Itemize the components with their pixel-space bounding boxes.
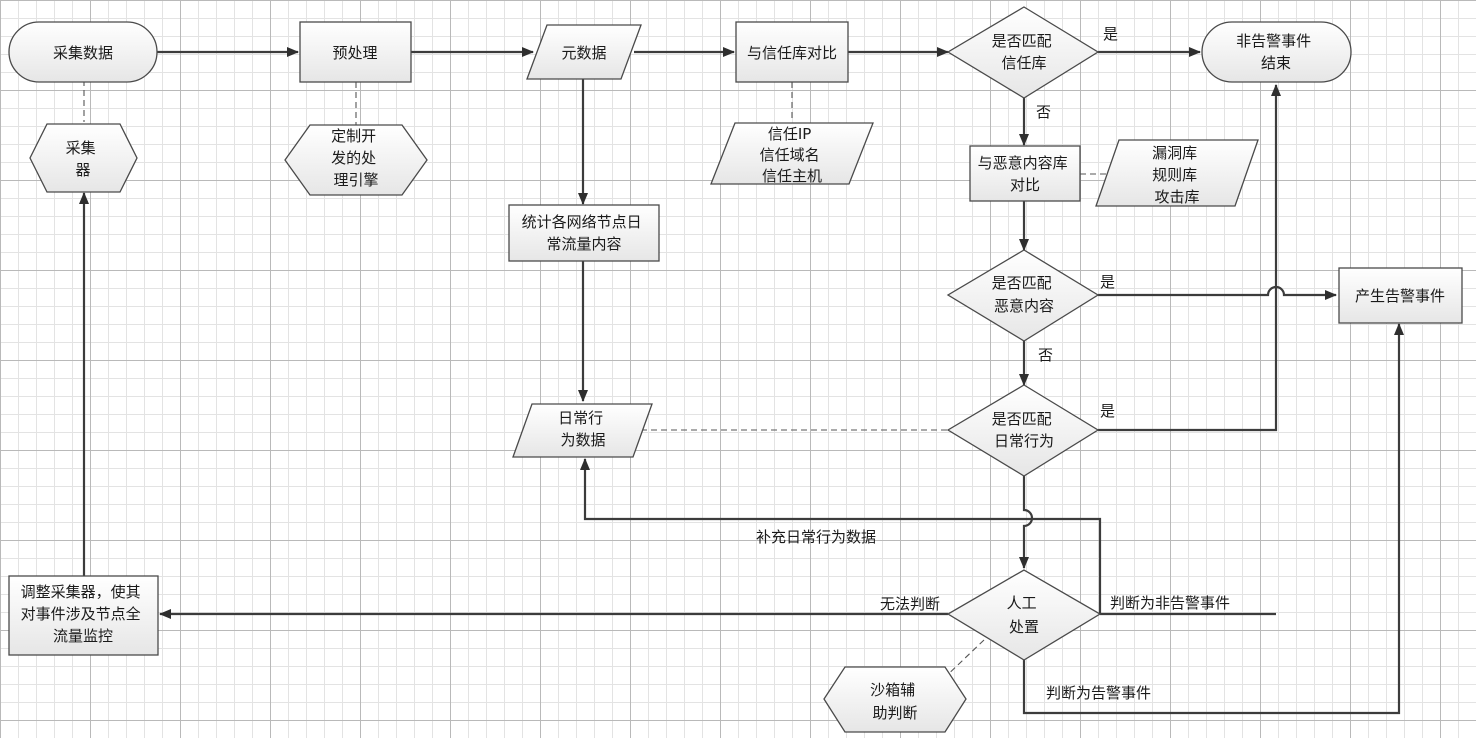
node-match-daily: 是否匹配 日常行为: [946, 384, 1100, 477]
node-collect-data: 采集数据: [8, 21, 158, 83]
svg-text:与恶意内容库 对比: 与恶意内容库 对比: [978, 154, 1073, 194]
label-cannot-judge: 无法判断: [880, 595, 940, 613]
svg-text:非告警事件 结束: 非告警事件 结束: [1236, 32, 1316, 72]
svg-text:漏洞库 规则库 攻击库: 漏洞库 规则库 攻击库: [1152, 144, 1202, 206]
edge-supplement: [580, 458, 1102, 614]
node-generate-alarm: 产生告警事件: [1338, 267, 1463, 324]
label-no-malicious: 否: [1038, 346, 1053, 364]
svg-text:信任IP 信任域名 信任主机: 信任IP 信任域名 信任主机: [760, 125, 825, 185]
svg-text:定制开 发的处 理引擎: 定制开 发的处 理引擎: [331, 127, 381, 189]
svg-text:与信任库对比: 与信任库对比: [747, 44, 837, 62]
node-stats: 统计各网络节点日 常流量内容: [508, 204, 660, 262]
label-judge-non-alarm: 判断为非告警事件: [1110, 594, 1230, 612]
connectors: [79, 47, 1404, 715]
svg-text:采集数据: 采集数据: [53, 44, 113, 62]
node-metadata: 元数据: [526, 24, 642, 80]
node-preprocess: 预处理: [299, 21, 412, 83]
node-adjust-collector: 调整采集器，使其 对事件涉及节点全 流量监控: [8, 575, 159, 656]
svg-text:产生告警事件: 产生告警事件: [1355, 287, 1445, 305]
svg-text:采集 器: 采集 器: [66, 139, 101, 179]
edge-matchdaily-manual: [1019, 476, 1034, 569]
svg-text:预处理: 预处理: [332, 44, 377, 62]
node-match-malicious: 是否匹配 恶意内容: [946, 249, 1100, 342]
node-manual: 人工 处置: [946, 569, 1102, 661]
svg-text:是否匹配 日常行为: 是否匹配 日常行为: [992, 410, 1057, 450]
label-supplement-daily-data: 补充日常行为数据: [756, 528, 876, 546]
node-match-trust: 是否匹配 信任库: [946, 6, 1100, 99]
node-trust-items: 信任IP 信任域名 信任主机: [710, 122, 874, 185]
svg-text:统计各网络节点日 常流量内容: 统计各网络节点日 常流量内容: [522, 213, 647, 253]
node-sandbox: 沙箱辅 助判断: [823, 666, 967, 733]
label-judge-alarm: 判断为告警事件: [1046, 684, 1151, 702]
edge-matchmalicious-yes: [1098, 285, 1337, 300]
label-yes-daily: 是: [1100, 402, 1115, 420]
svg-text:人工 处置: 人工 处置: [1007, 594, 1042, 636]
node-vuln-db: 漏洞库 规则库 攻击库: [1095, 139, 1259, 207]
label-no-trust: 否: [1036, 103, 1051, 121]
node-trust-compare: 与信任库对比: [735, 21, 849, 83]
label-yes-malicious: 是: [1100, 273, 1115, 291]
edge-matchdaily-yes: [1098, 84, 1281, 432]
svg-text:元数据: 元数据: [561, 44, 606, 62]
node-custom-engine: 定制开 发的处 理引擎: [284, 124, 428, 196]
svg-text:是否匹配 恶意内容: 是否匹配 恶意内容: [992, 274, 1057, 315]
node-daily-data: 日常行 为数据: [512, 403, 653, 458]
svg-text:是否匹配 信任库: 是否匹配 信任库: [992, 32, 1057, 72]
label-yes-trust: 是: [1103, 25, 1118, 43]
svg-text:调整采集器，使其 对事件涉及节点全: 调整采集器，使其 对事件涉及节点全 流量监控: [21, 583, 146, 645]
node-collector: 采集 器: [29, 123, 138, 193]
svg-text:沙箱辅 助判断: 沙箱辅 助判断: [870, 681, 920, 722]
node-malicious-compare: 与恶意内容库 对比: [969, 145, 1081, 202]
svg-text:日常行 为数据: 日常行 为数据: [558, 409, 608, 449]
edge-manual-alarm: [1022, 323, 1404, 715]
node-non-alarm-end: 非告警事件 结束: [1201, 21, 1352, 83]
